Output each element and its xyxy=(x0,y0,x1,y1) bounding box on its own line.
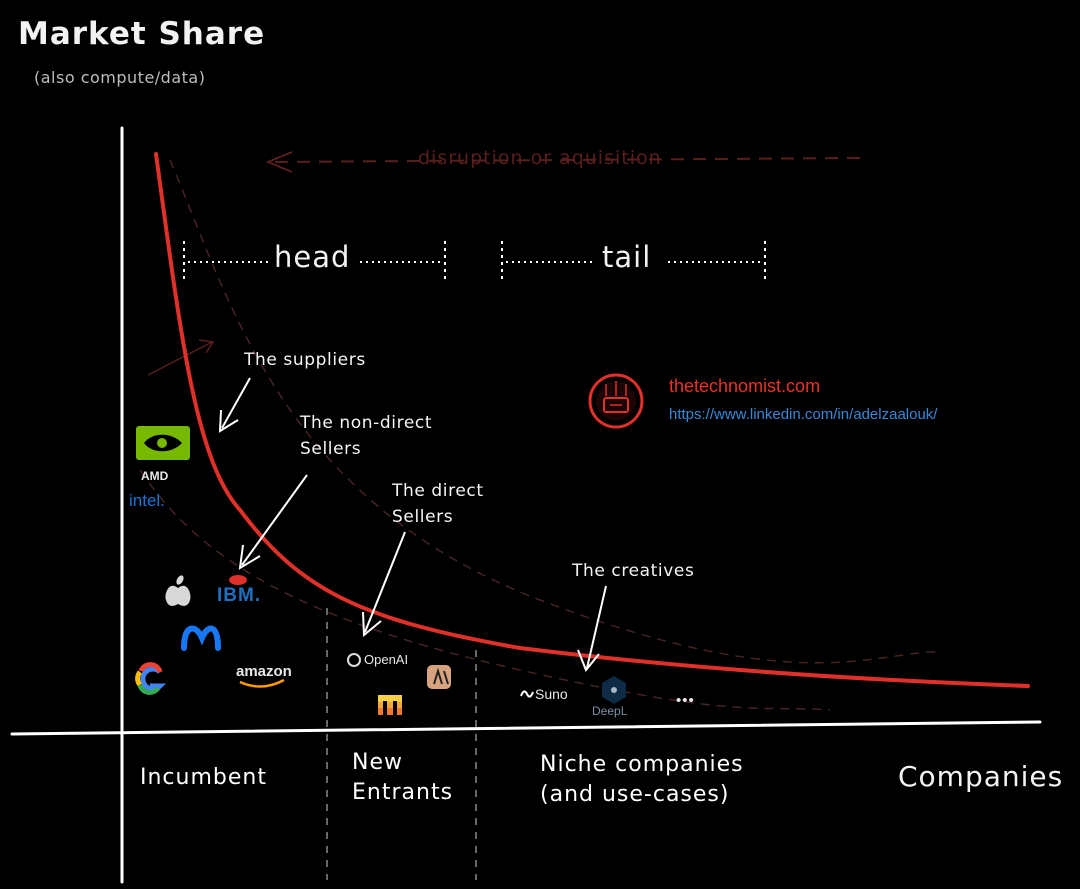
arrow-creatives xyxy=(586,585,607,669)
x-axis-label: Companies xyxy=(898,760,1064,793)
openai-logo-icon xyxy=(347,653,361,667)
category-new-entrants: New Entrants xyxy=(352,750,454,805)
suno-logo-icon xyxy=(520,690,534,698)
page-title: Market Share xyxy=(18,16,266,52)
openai-logo: OpenAI xyxy=(364,652,409,667)
amd-logo: AMD xyxy=(141,469,169,483)
more-companies-ellipsis: ••• xyxy=(676,692,695,709)
arrow-non-direct-head xyxy=(238,544,261,570)
disruption-arrow-line xyxy=(269,157,861,163)
nvidia-logo-icon xyxy=(136,426,190,460)
ibm-logo: IBM. xyxy=(217,585,262,606)
disruption-arrowhead xyxy=(265,151,293,173)
watermark-linkedin-link[interactable]: https://www.linkedin.com/in/adelzaalouk/ xyxy=(669,406,938,423)
small-arrow-upper xyxy=(147,341,213,376)
callout-suppliers: The suppliers xyxy=(244,350,366,370)
upper-envelope-curve xyxy=(169,159,941,664)
tail-label: tail xyxy=(602,240,652,274)
suno-logo: Suno xyxy=(535,686,568,702)
arrow-direct-head xyxy=(362,611,382,638)
x-axis xyxy=(10,720,1042,736)
arrow-creatives-head xyxy=(577,649,600,672)
long-tail-curve xyxy=(154,152,1030,688)
callout-non-direct-sellers: The non-direct Sellers xyxy=(300,413,433,459)
callout-direct-sellers: The direct Sellers xyxy=(392,481,484,527)
disruption-label: disruption or aquisition xyxy=(418,147,662,169)
category-incumbent: Incumbent xyxy=(140,765,267,790)
meta-logo-icon xyxy=(181,625,221,651)
arrow-direct xyxy=(364,531,406,633)
small-arrow-upper-head xyxy=(198,339,215,354)
category-niche: Niche companies (and use-cases) xyxy=(540,752,744,807)
callout-creatives: The creatives xyxy=(572,561,695,581)
deepl-logo-icon xyxy=(602,676,626,704)
amazon-smile-icon xyxy=(239,678,285,688)
arrow-suppliers xyxy=(221,377,251,429)
redhat-logo-icon xyxy=(229,575,247,585)
technomist-logo-icon xyxy=(588,373,644,429)
watermark-site[interactable]: thetechnomist.com xyxy=(669,376,821,396)
head-label: head xyxy=(274,240,351,274)
deepl-logo: DeepL xyxy=(592,704,628,718)
page-subtitle: (also compute/data) xyxy=(34,68,206,87)
mistral-logo-icon xyxy=(378,695,402,715)
amazon-logo: amazon xyxy=(236,663,292,680)
arrow-suppliers-head xyxy=(218,409,239,433)
apple-logo-icon xyxy=(165,575,191,606)
arrow-non-direct xyxy=(241,474,308,566)
intel-logo: intel. xyxy=(129,491,165,510)
google-logo-icon xyxy=(135,662,166,695)
anthropic-logo-icon xyxy=(427,665,451,689)
